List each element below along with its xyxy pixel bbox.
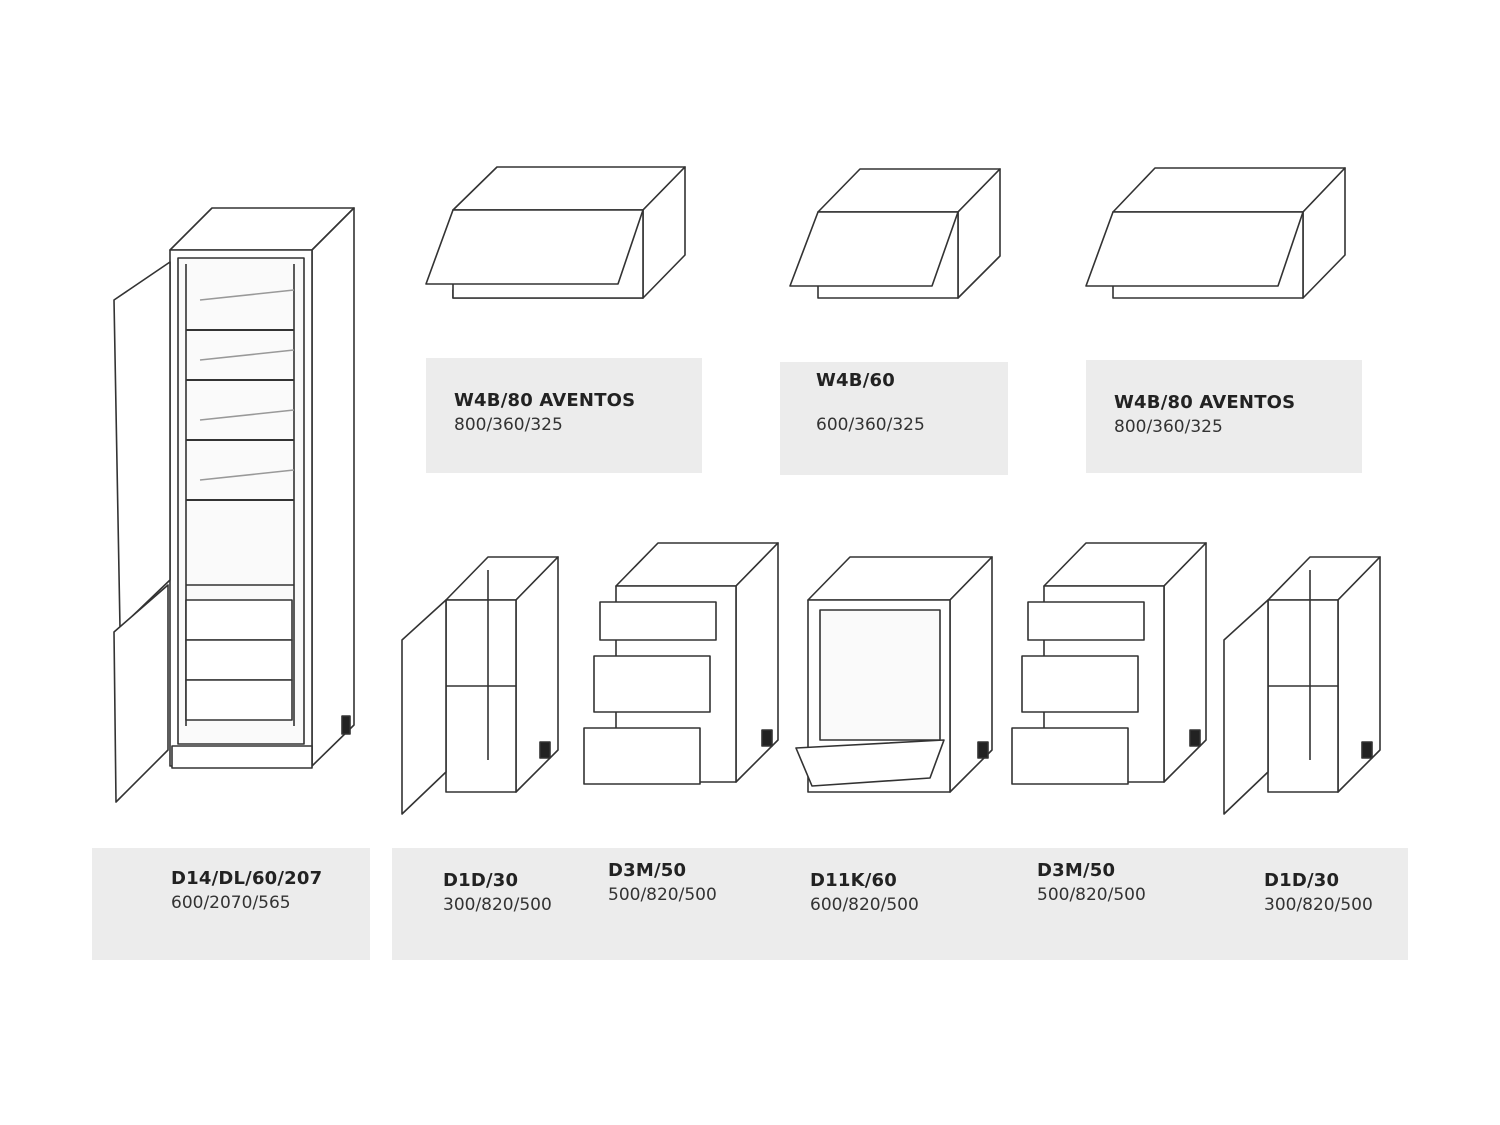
wall-unit-label-2: W4B/60 600/360/325: [816, 370, 925, 435]
base-unit-label-3: D11K/60 600/820/500: [810, 870, 919, 915]
base-unit-label-5: D1D/30 300/820/500: [1264, 870, 1373, 915]
tall-unit-code: D14/DL/60/207: [171, 868, 323, 889]
wall-unit-code: W4B/80 AVENTOS: [454, 390, 636, 411]
wall-label-panel-3: [1086, 360, 1362, 473]
base-unit-dims: 600/820/500: [810, 895, 919, 915]
base-unit-code: D1D/30: [1264, 870, 1340, 891]
wall-unit-dims: 800/360/325: [1114, 417, 1223, 437]
base-unit-dims: 300/820/500: [1264, 895, 1373, 915]
base-cabinet-d1d-30-right: [1223, 556, 1381, 815]
base-unit-dims: 300/820/500: [443, 895, 552, 915]
base-unit-code: D1D/30: [443, 870, 519, 891]
base-unit-dims: 500/820/500: [608, 885, 717, 905]
base-unit-label-4: D3M/50 500/820/500: [1037, 860, 1146, 905]
base-unit-label-2: D3M/50 500/820/500: [608, 860, 717, 905]
wall-cabinet-w4b-80-left: [425, 166, 686, 299]
tall-unit-label: D14/DL/60/207 600/2070/565: [171, 868, 322, 913]
wall-cabinet-w4b-60: [789, 168, 1001, 299]
wall-unit-dims: 800/360/325: [454, 415, 563, 435]
base-cabinet-d3m-50-right: [1011, 542, 1207, 785]
wall-label-panel-1: [426, 358, 702, 473]
wall-label-panel-2: [780, 362, 1008, 475]
wall-unit-dims: 600/360/325: [816, 415, 925, 435]
wall-unit-code: W4B/80 AVENTOS: [1114, 392, 1296, 413]
tall-label-panel: [92, 848, 370, 960]
tall-cabinet-d14: [113, 207, 355, 803]
wall-unit-code: W4B/60: [816, 370, 895, 391]
wall-unit-label-3: W4B/80 AVENTOS 800/360/325: [1114, 392, 1295, 437]
wall-cabinet-w4b-80-right: [1085, 167, 1346, 299]
wall-unit-label-1: W4B/80 AVENTOS 800/360/325: [454, 390, 635, 435]
base-unit-code: D3M/50: [1037, 860, 1116, 881]
base-unit-code: D11K/60: [810, 870, 897, 891]
base-unit-code: D3M/50: [608, 860, 687, 881]
base-unit-dims: 500/820/500: [1037, 885, 1146, 905]
base-cabinet-d3m-50-left: [583, 542, 779, 785]
base-label-panel: [392, 848, 1408, 960]
base-cabinet-d1d-30-left: [401, 556, 559, 815]
base-cabinet-d11k-60: [795, 556, 993, 793]
base-unit-label-1: D1D/30 300/820/500: [443, 870, 552, 915]
tall-unit-dims: 600/2070/565: [171, 893, 291, 913]
